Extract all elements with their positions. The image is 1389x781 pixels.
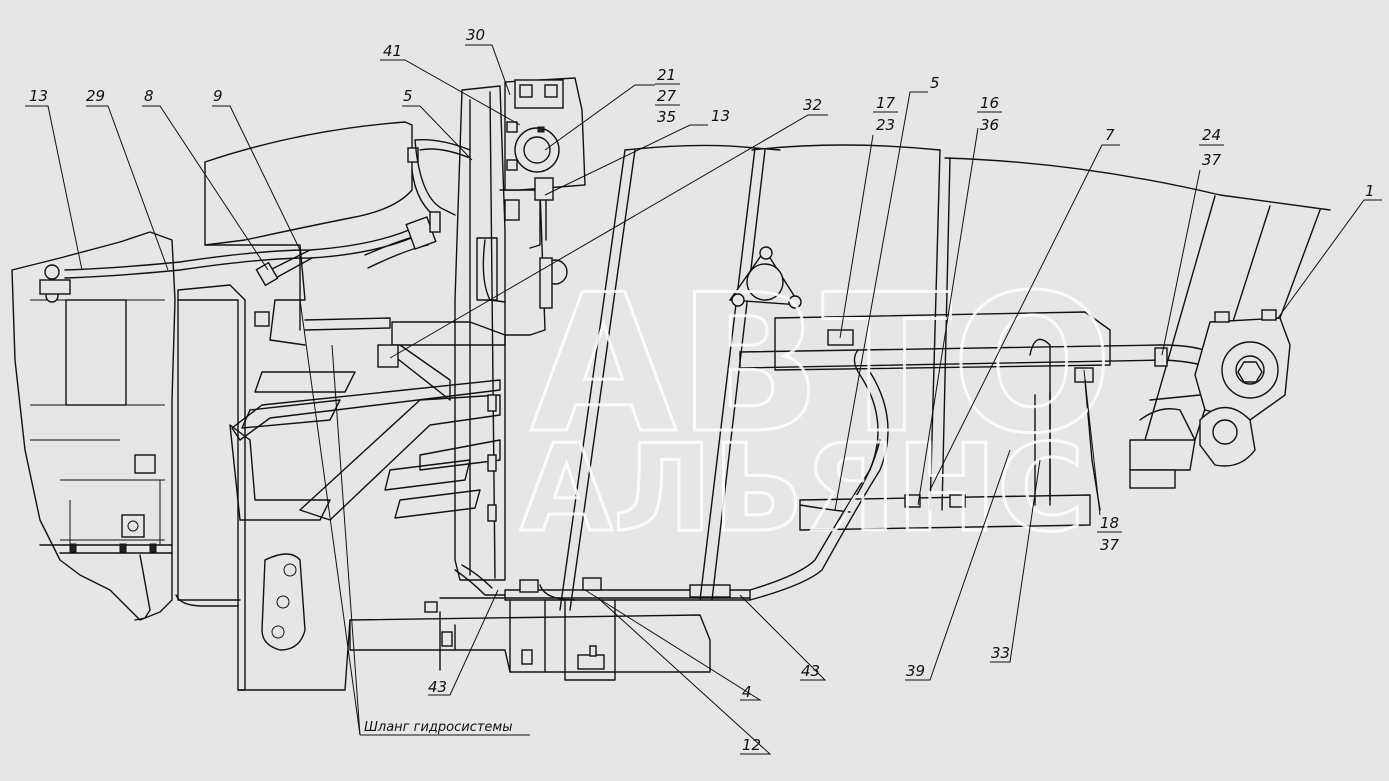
callout-5-right: 5 xyxy=(930,74,940,92)
callout-16: 16 xyxy=(980,94,999,112)
callout-labels: 13 29 8 9 5 41 30 21 27 35 13 32 17 23 5… xyxy=(29,26,1375,754)
lower-hoses xyxy=(749,349,889,601)
callout-32: 32 xyxy=(803,96,822,114)
callout-8: 8 xyxy=(144,87,154,105)
callout-23: 23 xyxy=(876,116,895,134)
callout-43-left: 43 xyxy=(428,678,447,696)
watermark-line1: АВТО xyxy=(530,254,1113,475)
horizontal-rail xyxy=(739,311,1216,531)
callout-1: 1 xyxy=(1365,182,1375,200)
callout-21: 21 xyxy=(657,66,676,84)
callout-37-lower: 37 xyxy=(1100,536,1120,554)
callout-4: 4 xyxy=(742,683,752,701)
upper-housing xyxy=(204,121,419,346)
callout-43-right: 43 xyxy=(801,662,820,680)
callout-39: 39 xyxy=(906,662,925,680)
callout-37-right: 37 xyxy=(1202,151,1222,169)
callout-17: 17 xyxy=(876,94,896,112)
callout-41: 41 xyxy=(383,42,402,60)
callout-12: 12 xyxy=(742,736,761,754)
callout-27: 27 xyxy=(657,87,677,105)
floor-bracket xyxy=(237,599,711,691)
valve-block xyxy=(504,77,586,249)
right-mechanism xyxy=(1129,309,1291,489)
leader-lines xyxy=(25,44,1382,755)
callout-30: 30 xyxy=(466,26,485,44)
callout-18: 18 xyxy=(1100,514,1119,532)
callout-5-left: 5 xyxy=(403,87,413,105)
callout-33: 33 xyxy=(991,644,1010,662)
callout-36: 36 xyxy=(980,116,999,134)
watermark-line2: АЛЬЯНС xyxy=(520,420,1085,559)
upper-hoses xyxy=(64,139,471,287)
callout-7: 7 xyxy=(1105,126,1115,144)
callout-24: 24 xyxy=(1202,126,1221,144)
triangle-plate xyxy=(728,246,802,309)
callout-9: 9 xyxy=(213,87,223,105)
hydraulic-hose-caption: Шланг гидросистемы xyxy=(364,720,513,735)
watermark: АВТО АЛЬЯНС xyxy=(519,253,1115,561)
callout-13-left: 13 xyxy=(29,87,48,105)
callout-35: 35 xyxy=(657,108,676,126)
callout-29: 29 xyxy=(86,87,105,105)
callout-13-center: 13 xyxy=(711,107,730,125)
cab-wall xyxy=(175,284,306,691)
left-frame xyxy=(11,231,176,621)
chevron-housing xyxy=(229,317,506,521)
